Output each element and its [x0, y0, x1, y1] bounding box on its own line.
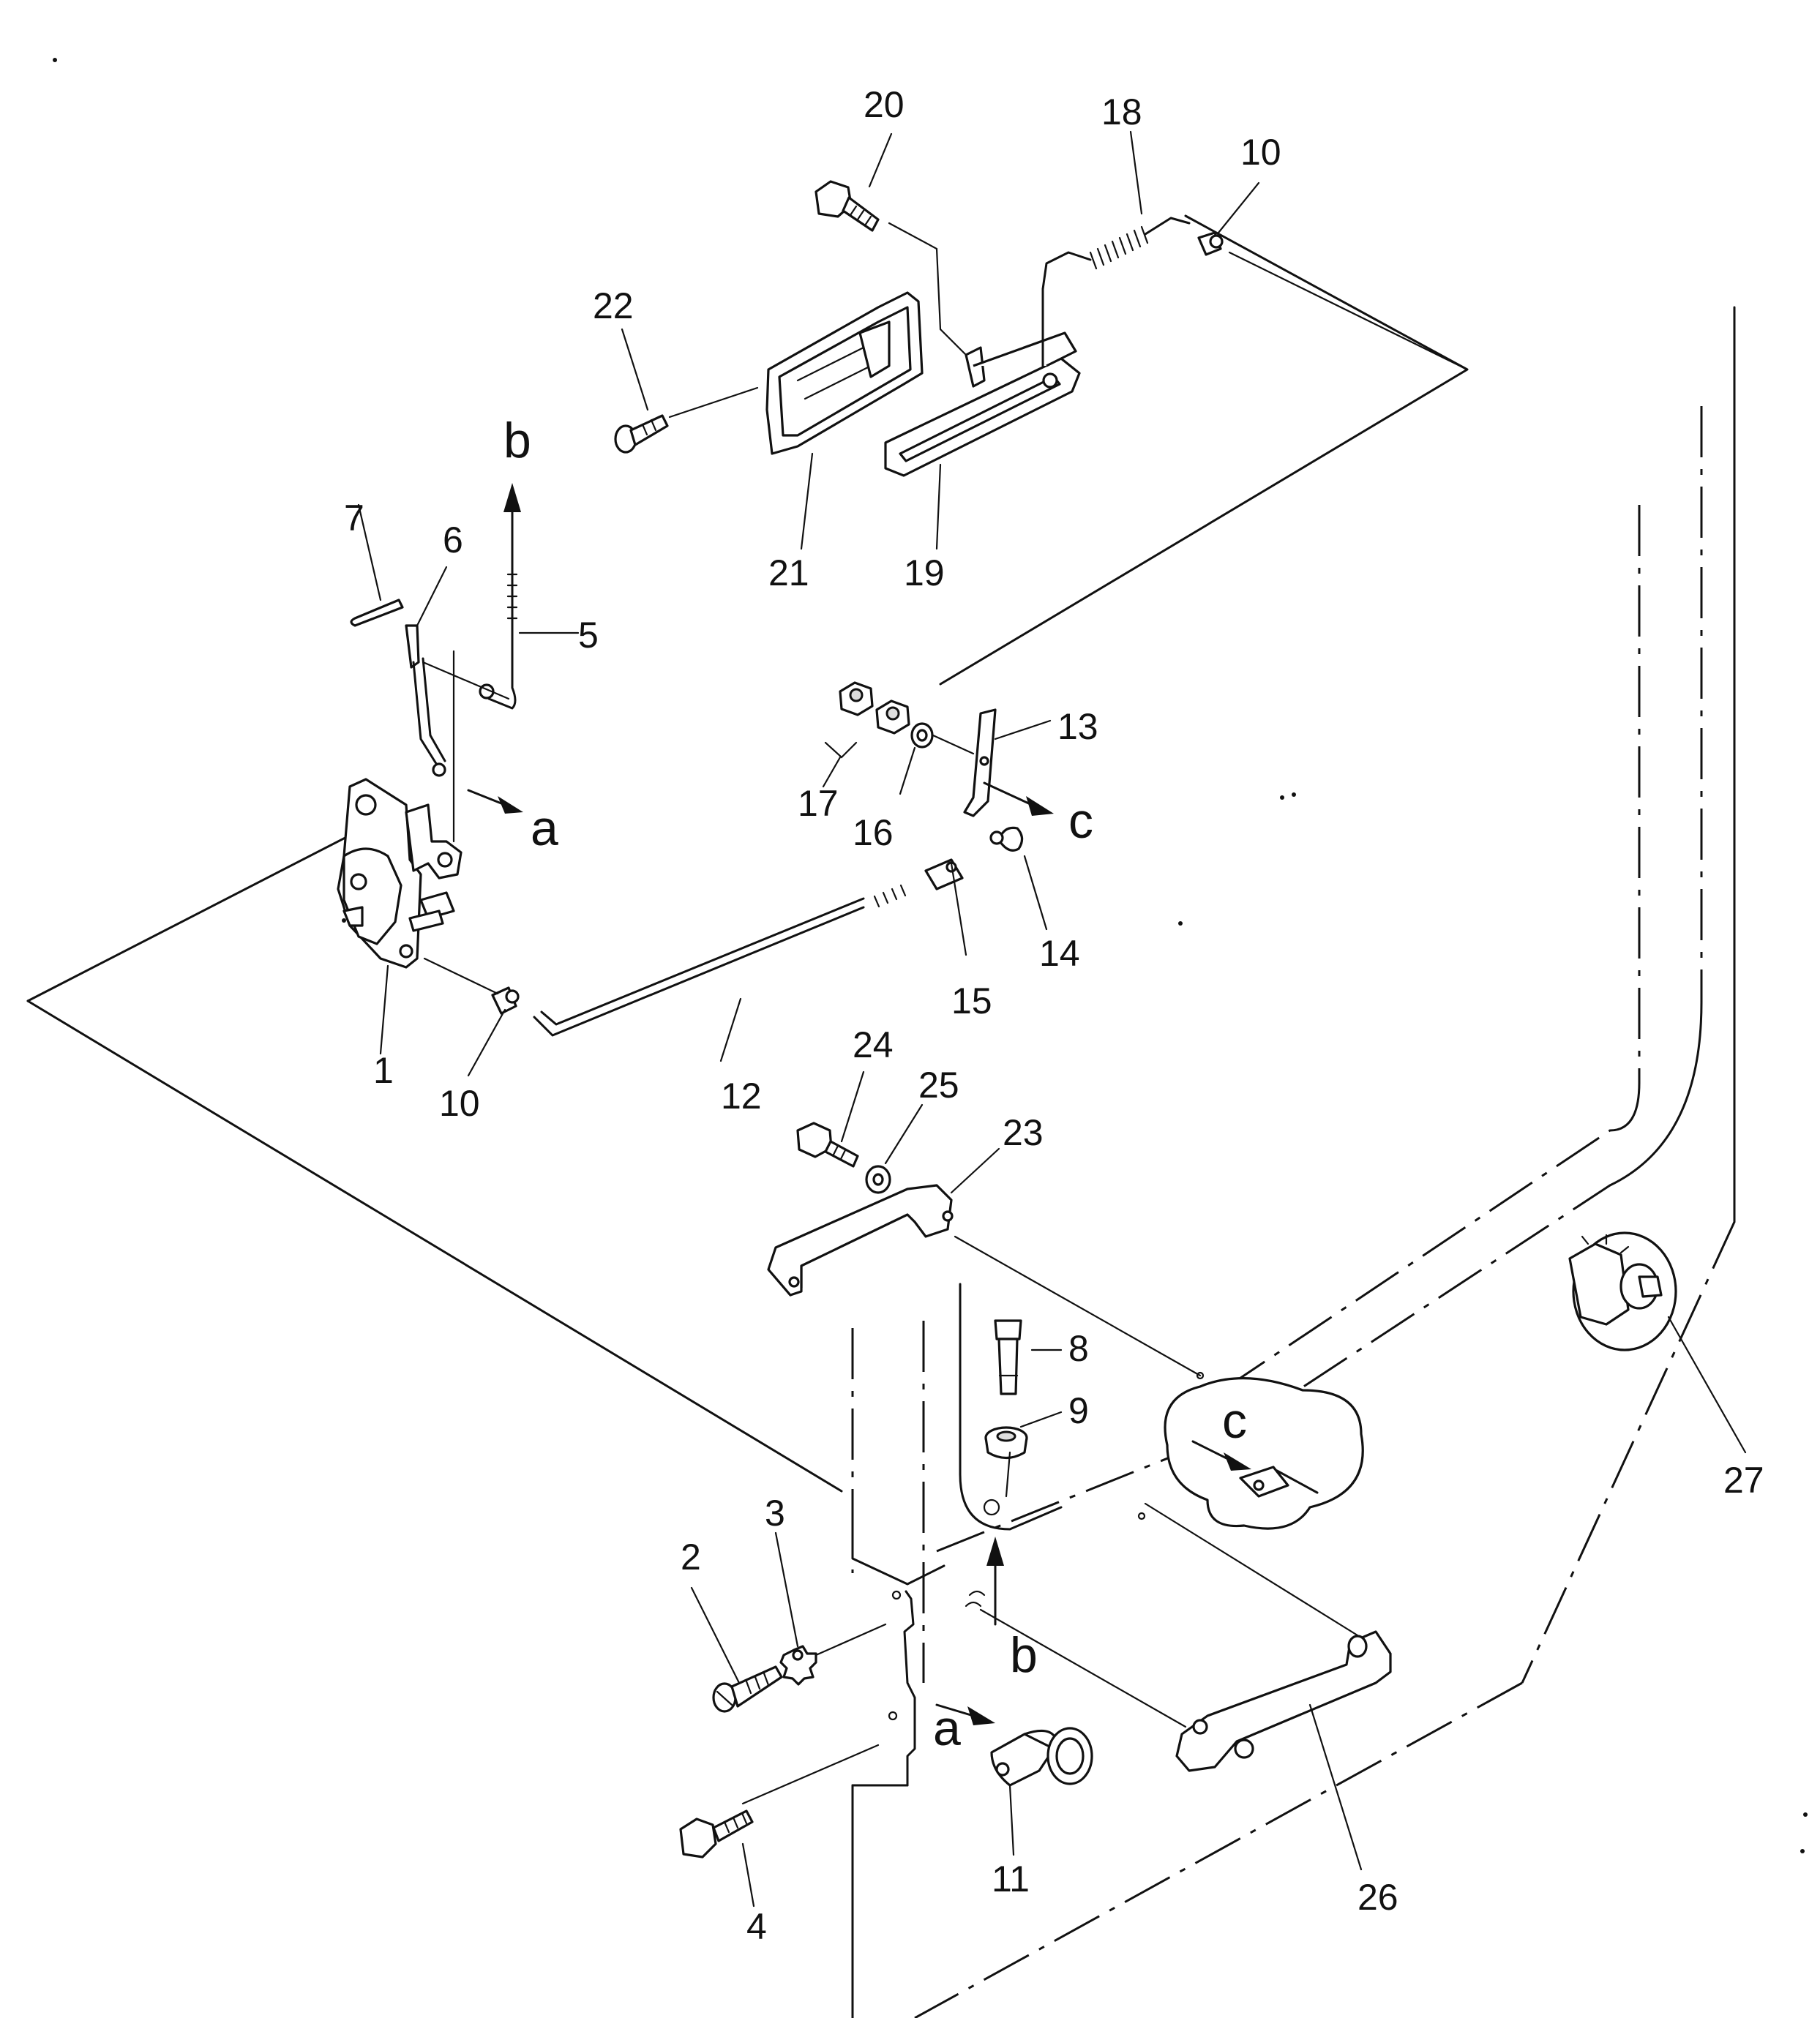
clip-part-10-lower [491, 986, 520, 1015]
label-10-upper: 10 [1240, 132, 1281, 173]
latch-assembly-part-1 [337, 778, 463, 969]
label-22: 22 [593, 285, 634, 326]
label-26: 26 [1357, 1877, 1398, 1918]
label-4: 4 [746, 1906, 767, 1947]
label-19: 19 [904, 552, 945, 593]
label-8: 8 [1068, 1328, 1089, 1369]
label-14: 14 [1039, 933, 1080, 974]
reference-arrows [467, 483, 1251, 1725]
bolt-part-20 [814, 180, 880, 232]
screw-part-22 [614, 414, 669, 454]
label-27: 27 [1723, 1460, 1764, 1501]
label-13: 13 [1057, 706, 1098, 747]
grab-handle-part-23 [767, 1184, 954, 1297]
ref-c-top: c [1068, 793, 1093, 849]
label-1: 1 [373, 1050, 394, 1091]
lock-washer-part-3 [779, 1645, 817, 1686]
handle-housing-part-21 [765, 291, 924, 455]
rod-part-12 [533, 884, 907, 1037]
scan-specks [53, 58, 1808, 1853]
label-16: 16 [853, 812, 894, 853]
label-18: 18 [1101, 91, 1142, 132]
label-6: 6 [443, 519, 463, 560]
pin-part-7 [350, 599, 404, 627]
cap-part-14 [989, 826, 1024, 852]
screw-part-2 [712, 1665, 783, 1713]
label-7: 7 [344, 498, 364, 539]
ref-a-bottom: a [933, 1700, 961, 1756]
label-11: 11 [992, 1858, 1030, 1899]
label-21: 21 [768, 552, 809, 593]
lock-cylinder-part-11 [990, 1727, 1093, 1787]
label-23: 23 [1003, 1112, 1044, 1153]
door-outline [26, 214, 1736, 2018]
grommet-part-9 [984, 1426, 1028, 1460]
label-20: 20 [864, 84, 905, 125]
ref-a-top: a [531, 800, 558, 856]
label-24: 24 [853, 1024, 894, 1065]
grab-handle-part-26 [1175, 1630, 1392, 1772]
label-5: 5 [578, 615, 599, 656]
bolt-part-4 [679, 1809, 754, 1858]
label-10-lower: 10 [439, 1083, 480, 1124]
ref-b-bottom: b [1010, 1627, 1038, 1683]
washer-part-16 [910, 722, 934, 749]
label-2: 2 [681, 1537, 701, 1578]
part-number-labels: 1 2 3 4 5 6 7 8 9 10 10 11 12 13 14 15 1… [344, 84, 1764, 1947]
label-3: 3 [765, 1493, 785, 1534]
label-17: 17 [798, 783, 839, 824]
link-part-6 [405, 624, 446, 777]
bolt-part-8 [994, 1319, 1022, 1395]
lever-plate-part-19 [884, 288, 1081, 477]
label-15: 15 [951, 980, 992, 1021]
bracket-part-13 [963, 708, 997, 817]
label-12: 12 [721, 1076, 762, 1117]
clamp-part-15 [924, 858, 964, 890]
ref-c-bottom: c [1222, 1393, 1247, 1449]
reference-letters: b a c c b a [503, 413, 1247, 1756]
clip-part-10-upper [1197, 231, 1224, 256]
label-25: 25 [918, 1065, 959, 1106]
stopper-part-27 [1568, 1231, 1677, 1351]
detail-bubble-c [1164, 1377, 1364, 1530]
washer-part-25 [865, 1165, 891, 1194]
label-9: 9 [1068, 1390, 1089, 1431]
rod-part-5 [479, 562, 518, 710]
leader-lines [357, 130, 1747, 1908]
ref-b-top: b [503, 413, 531, 468]
nut-part-17 [839, 681, 910, 735]
bolt-part-24 [796, 1122, 859, 1168]
spring-part-18 [1041, 217, 1191, 290]
